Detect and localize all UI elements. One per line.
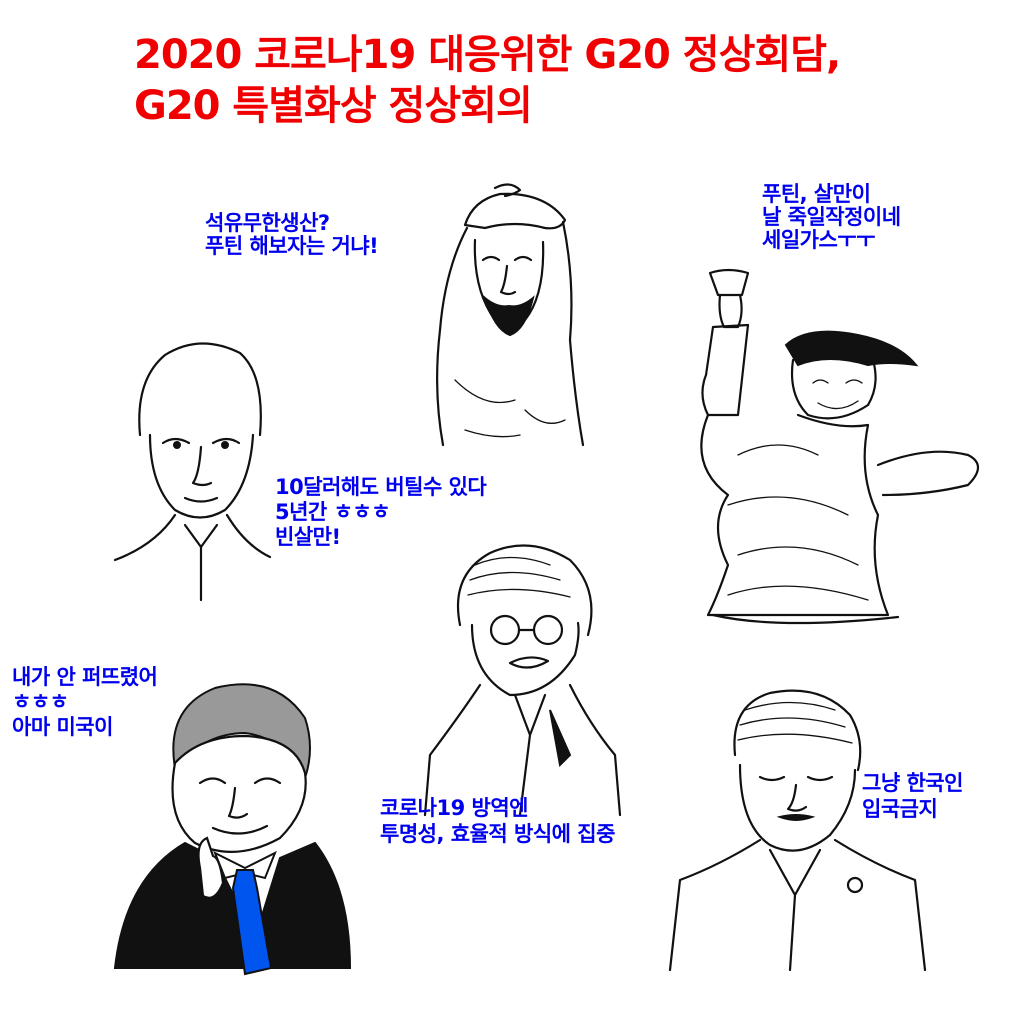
saudi-figure (436, 183, 585, 447)
caption-line: 석유무한생산? (205, 211, 330, 235)
caption-line: 푸틴, 살만이 (762, 182, 871, 206)
caption-line: 코로나19 방역엔 (380, 796, 528, 820)
caption-line: 5년간 ㅎㅎㅎ (275, 500, 391, 524)
caption-line: 10달러해도 버틸수 있다 (275, 475, 487, 499)
xi-figure (113, 683, 352, 976)
moon-figure (423, 544, 622, 817)
putin-figure (113, 342, 272, 602)
caption-line: 빈살만! (275, 525, 341, 549)
liberty-figure (700, 268, 980, 625)
title-line-2: G20 특별화상 정상회의 (134, 83, 533, 129)
xi-caption: 내가 안 퍼뜨렸어 ㅎㅎㅎ 아마 미국이 (12, 665, 158, 740)
putin-caption: 10달러해도 버틸수 있다 5년간 ㅎㅎㅎ 빈살만! (275, 475, 487, 550)
abe-figure (668, 689, 927, 972)
caption-line: 투명성, 효율적 방식에 집중 (380, 822, 615, 846)
caption-line: 입국금지 (862, 797, 938, 821)
caption-line: 푸틴 해보자는 거냐! (205, 234, 379, 258)
caption-line: 날 죽일작정이네 (762, 205, 901, 229)
caption-line: ㅎㅎㅎ (12, 690, 69, 714)
caption-line: 내가 안 퍼뜨렸어 (12, 665, 158, 689)
caption-line: 세일가스ㅜㅜ (762, 228, 875, 252)
caption-line: 그냥 한국인 (862, 771, 963, 795)
moon-caption: 코로나19 방역엔 투명성, 효율적 방식에 집중 (380, 795, 615, 847)
saudi-caption: 석유무한생산? 푸틴 해보자는 거냐! (205, 211, 379, 258)
caption-line: 아마 미국이 (12, 715, 113, 739)
abe-caption: 그냥 한국인 입국금지 (862, 770, 963, 822)
title-line-1: 2020 코로나19 대응위한 G20 정상회담, (134, 32, 841, 78)
page-title: 2020 코로나19 대응위한 G20 정상회담, G20 특별화상 정상회의 (134, 30, 994, 132)
liberty-caption: 푸틴, 살만이 날 죽일작정이네 세일가스ㅜㅜ (762, 183, 901, 252)
